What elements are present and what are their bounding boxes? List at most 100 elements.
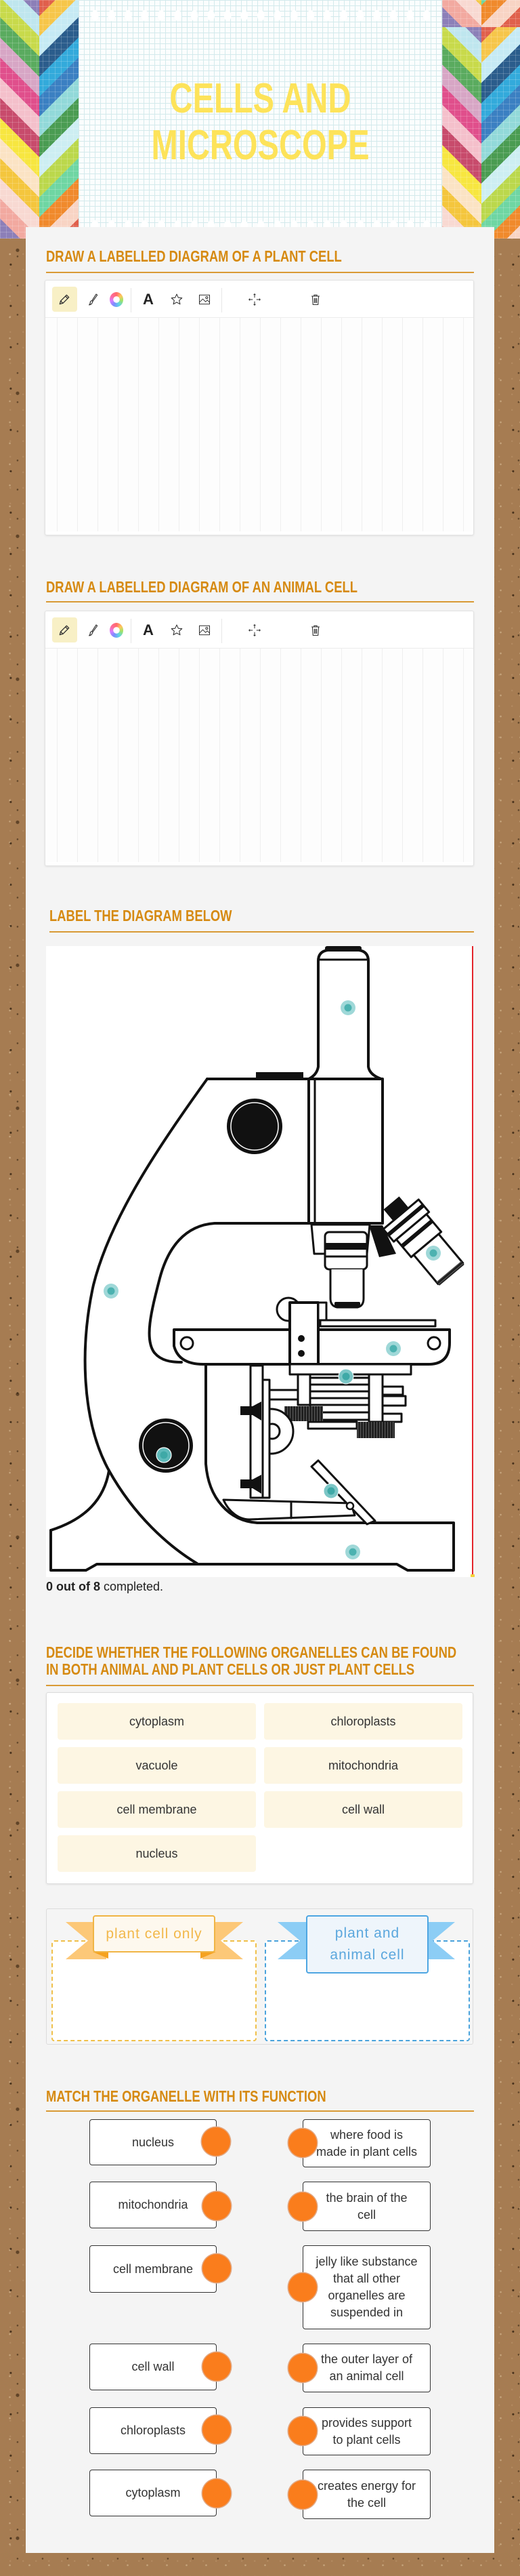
delete-tool-button[interactable] [305, 289, 326, 310]
draggable-organelle-nucleus[interactable]: nucleus [58, 1835, 256, 1872]
connector-dot-left[interactable] [202, 2127, 230, 2156]
label-hotspot[interactable] [156, 1447, 172, 1463]
notebook-holes-top [87, 9, 435, 22]
microscope-illustration [49, 946, 464, 1572]
move-tool-button[interactable] [244, 620, 265, 640]
function-text: the outer layer of an animal cell [320, 2352, 413, 2383]
organelle-card[interactable]: cytoplasm [89, 2470, 217, 2516]
progress-suffix: completed. [100, 1580, 164, 1593]
chevron-decoration-right [442, 0, 520, 239]
page-title-line-2: MICROSCOPE [151, 122, 370, 169]
section-heading-label-diagram: LABEL THE DIAGRAM BELOW [49, 907, 232, 924]
connector-dot-left[interactable] [202, 2415, 231, 2444]
stamp-tool-button[interactable] [167, 289, 187, 310]
label-hotspot[interactable] [345, 1545, 360, 1559]
function-card[interactable]: jelly like substance that all other orga… [303, 2245, 431, 2329]
organelle-card[interactable]: nucleus [89, 2119, 217, 2165]
section-heading-sort-line-2: IN BOTH ANIMAL AND PLANT CELLS OR JUST P… [46, 1660, 415, 1678]
sort-bins: plant cell only plant and animal cell [46, 1908, 473, 2045]
image-icon [199, 625, 210, 636]
draggable-organelle-mitochondria[interactable]: mitochondria [264, 1747, 462, 1784]
label-hotspot[interactable] [104, 1284, 118, 1299]
connector-dot-left[interactable] [202, 2192, 231, 2220]
brush-icon [89, 293, 98, 306]
color-wheel-icon [110, 292, 123, 307]
function-card[interactable]: provides support to plant cells [303, 2407, 431, 2455]
function-card[interactable]: where food is made in plant cells [303, 2119, 431, 2167]
trash-icon [311, 294, 320, 306]
move-icon [248, 293, 261, 306]
animal-cell-drawing-board: A [45, 611, 474, 866]
drawing-toolbar: A [45, 281, 473, 318]
bin-label-plant-cell-only: plant cell only [93, 1915, 215, 1953]
connector-dot-right[interactable] [288, 2129, 317, 2157]
draggable-organelle-chloroplasts[interactable]: chloroplasts [264, 1703, 462, 1740]
drawing-toolbar: A [45, 611, 473, 649]
text-tool-button[interactable]: A [138, 620, 158, 640]
connector-dot-right[interactable] [288, 2192, 317, 2221]
stamp-tool-button[interactable] [167, 620, 187, 640]
function-text: creates energy for the cell [317, 2478, 416, 2510]
star-icon [171, 293, 183, 305]
text-icon: A [143, 621, 154, 638]
toolbar-separator [221, 619, 222, 643]
pencil-tool-button[interactable] [51, 287, 77, 312]
label-hotspot[interactable] [338, 1368, 354, 1385]
label-hotspot[interactable] [386, 1341, 401, 1356]
connector-dot-left[interactable] [202, 2479, 231, 2508]
bin-label-plant-and-animal-cell: plant and animal cell [306, 1915, 429, 1974]
microscope-diagram [46, 946, 472, 1577]
color-picker-button[interactable] [106, 289, 127, 310]
section-divider [46, 1685, 474, 1686]
image-tool-button[interactable] [194, 620, 215, 640]
brush-tool-button[interactable] [83, 289, 103, 310]
connector-dot-left[interactable] [202, 2254, 231, 2283]
move-tool-button[interactable] [244, 289, 265, 310]
toolbar-separator [221, 288, 222, 312]
delete-tool-button[interactable] [305, 620, 326, 640]
label-hotspot[interactable] [323, 1483, 339, 1499]
text-tool-button[interactable]: A [138, 289, 158, 310]
function-card[interactable]: the outer layer of an animal cell [303, 2344, 431, 2392]
draggable-organelle-cytoplasm[interactable]: cytoplasm [58, 1703, 256, 1740]
organelle-card[interactable]: mitochondria [89, 2182, 217, 2228]
connector-dot-right[interactable] [288, 2480, 317, 2509]
image-icon [199, 294, 210, 305]
label-hotspot[interactable] [426, 1246, 441, 1261]
draggable-organelle-vacuole[interactable]: vacuole [58, 1747, 256, 1784]
connector-dot-right[interactable] [288, 2273, 317, 2302]
image-tool-button[interactable] [194, 289, 215, 310]
color-picker-button[interactable] [106, 620, 127, 640]
draggable-organelle-cell-wall[interactable]: cell wall [264, 1791, 462, 1828]
brush-tool-button[interactable] [83, 620, 103, 640]
organelle-card[interactable]: chloroplasts [89, 2407, 217, 2454]
connector-dot-left[interactable] [202, 2352, 231, 2381]
label-hotspot[interactable] [341, 1000, 355, 1015]
animal-cell-drawing-canvas[interactable] [45, 649, 473, 862]
text-icon: A [143, 291, 154, 308]
plant-cell-drawing-canvas[interactable] [45, 318, 473, 531]
plant-cell-drawing-board: A [45, 280, 474, 535]
function-card[interactable]: creates energy for the cell [303, 2470, 431, 2519]
move-icon [248, 624, 261, 636]
section-divider [49, 931, 474, 933]
label-progress-text: 0 out of 8 completed. [46, 1580, 163, 1593]
pencil-tool-button[interactable] [51, 617, 77, 642]
pencil-icon [59, 625, 70, 636]
section-heading-animal-cell: DRAW A LABELLED DIAGRAM OF AN ANIMAL CEL… [46, 578, 358, 596]
progress-count: 0 out of 8 [46, 1580, 100, 1593]
section-heading-match: MATCH THE ORGANELLE WITH ITS FUNCTION [46, 2087, 326, 2105]
organelle-card[interactable]: cell wall [89, 2344, 217, 2390]
organelle-card[interactable]: cell membrane [89, 2245, 217, 2293]
function-card[interactable]: the brain of the cell [303, 2182, 431, 2231]
connector-dot-right[interactable] [288, 2417, 317, 2445]
brush-icon [89, 624, 98, 636]
connector-dot-right[interactable] [288, 2354, 317, 2382]
diagram-boundary-line [472, 946, 473, 1574]
draggable-organelle-cell-membrane[interactable]: cell membrane [58, 1791, 256, 1828]
function-text: where food is made in plant cells [316, 2127, 418, 2159]
section-heading-plant-cell: DRAW A LABELLED DIAGRAM OF A PLANT CELL [46, 247, 342, 265]
trash-icon [311, 625, 320, 636]
resize-handle[interactable] [471, 1574, 475, 1577]
function-text: jelly like substance that all other orga… [316, 2255, 418, 2319]
